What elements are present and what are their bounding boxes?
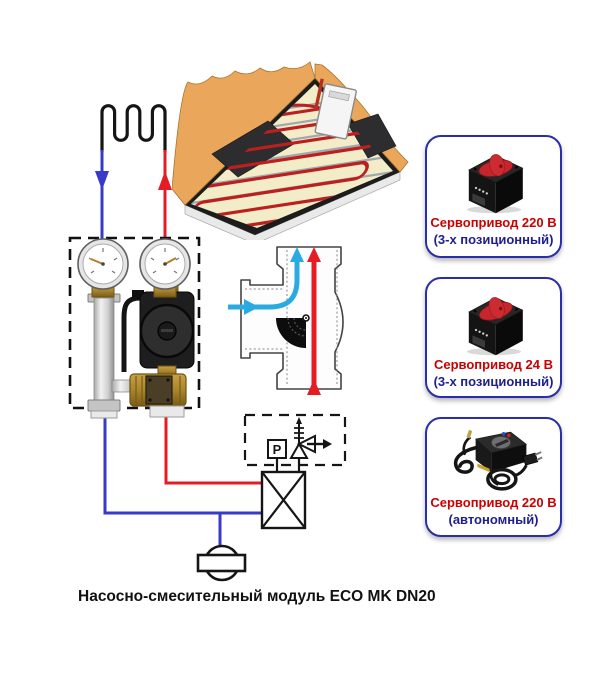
pressure-sensor-label: P (273, 442, 282, 457)
boiler-cold-piping (103, 414, 262, 547)
arrow-down-icon (95, 171, 109, 190)
manifold-cabinet (313, 78, 357, 140)
cable-coil-bottom (485, 467, 518, 491)
boiler-symbol (260, 470, 307, 530)
back-wall-left (172, 61, 316, 206)
servo-option-card-2[interactable]: Сервопривод 24 В (3-х позиционный) (425, 277, 562, 398)
power-plug (521, 452, 538, 466)
cable-coil-left (453, 446, 477, 474)
red-knob (478, 154, 513, 177)
mixing-valve-cross-section (228, 246, 344, 395)
module-dashed-border (68, 236, 201, 410)
support-rails (191, 89, 393, 222)
arrow-right-icon (323, 439, 332, 449)
floor-heating-illustration (172, 61, 409, 240)
servo-option-2-type: (3-х позиционный) (433, 374, 554, 389)
expansion-tank-symbol (196, 544, 247, 582)
hot-flow-arrow (307, 247, 321, 395)
pump-module-illustration (68, 236, 201, 419)
product-caption: Насосно-смесительный модуль ECO MK DN20 (78, 588, 436, 605)
servo-option-3-type: (автономный) (448, 512, 539, 527)
valve-shutter-sector (276, 314, 310, 348)
servo-220v-autonomous-photo (453, 429, 543, 491)
accessories-dashed-box (243, 413, 347, 467)
servo-option-3-name: Сервопривод 220 В (430, 495, 557, 510)
servo-option-2-name: Сервопривод 24 В (433, 357, 554, 372)
circulation-pump (121, 279, 195, 377)
steel-column (87, 293, 121, 419)
supply-thermometer (77, 238, 129, 298)
servo-option-1-name: Сервопривод 220 В (430, 215, 557, 230)
cool-flow-arrow (228, 247, 304, 315)
servo-option-card-1[interactable]: Сервопривод 220 В (3-х позиционный) (425, 135, 562, 258)
arrow-up-icon (158, 171, 172, 190)
boiler-hot-piping (164, 416, 262, 485)
radiator-coil-symbol (100, 104, 167, 152)
red-knob (478, 297, 513, 321)
servo-24v-3pos-photo (466, 297, 523, 356)
hot-return-line (158, 150, 172, 239)
servo-220v-3pos-photo (466, 154, 523, 214)
safety-valve-symbol (289, 417, 332, 472)
cold-supply-line (95, 150, 109, 239)
mixing-valve-body (111, 373, 187, 418)
return-thermometer (139, 238, 191, 298)
servo-option-card-3[interactable]: Сервопривод 220 В (автономный) (425, 417, 562, 537)
servo-option-1-type: (3-х позиционный) (433, 232, 554, 247)
pressure-sensor-symbol: P (267, 439, 287, 472)
